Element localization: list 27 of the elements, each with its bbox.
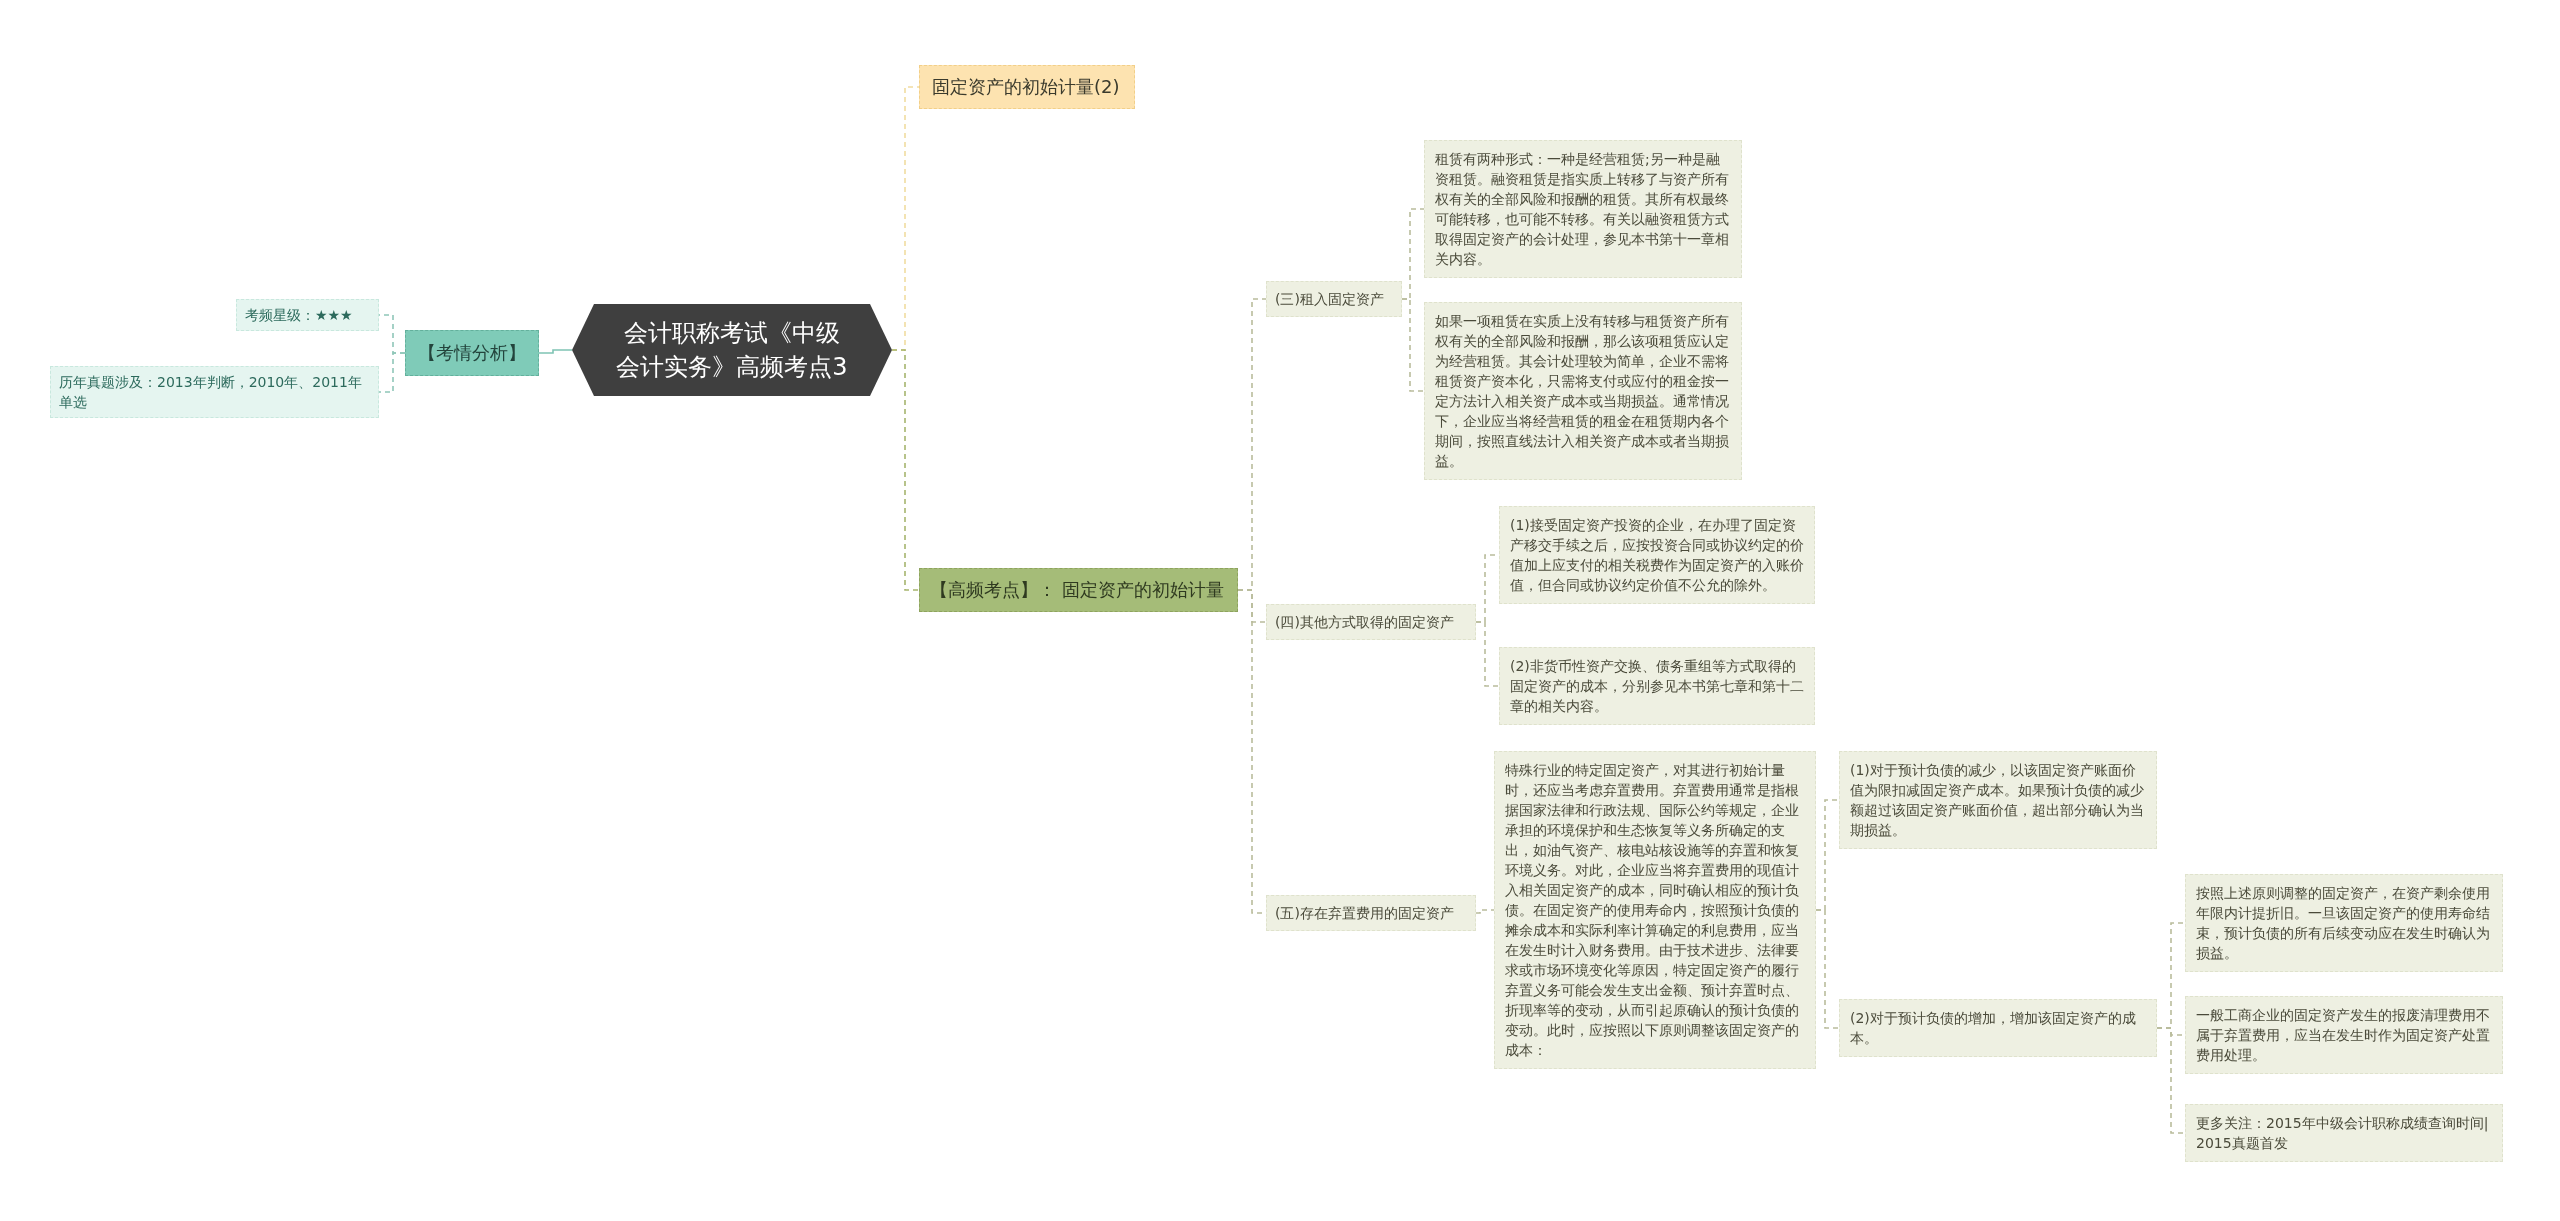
subtopic-box: (四)其他方式取得的固定资产 [1266, 604, 1476, 640]
text-box: 特殊行业的特定固定资产，对其进行初始计量时，还应当考虑弃置费用。弃置费用通常是指根据国家法律和行政法规、国际公约等规定，企业承担的环境保护和生态恢复等义务所确定的支出，如油气资产、核电站核设施等的弃置和恢复环境义务。对此，企业应当将弃置费用的现值计入相关固定资产的成本，同时确认相应的预计负债。在固定资产的使用寿命内，按照预计负债的摊余成本和实际利率计算确定的利息费用，应当在发生时计入财务费用。由于技术进步、法律要求或市场环境变化等原因，特定固定资产的履行弃置义务可能会发生支出金额、预计弃置时点、折现率等的变动，从而引起原确认的预计负债的变动。此时，应按照以下原则调整该固定资产的成本： [1494, 751, 1816, 1069]
text-box: (2)对于预计负债的增加，增加该固定资产的成本。 [1839, 999, 2157, 1057]
topic-box: 【高频考点】： 固定资产的初始计量 [919, 568, 1238, 612]
note-box: 考频星级：★★★ [236, 299, 379, 331]
subtopic-box: (五)存在弃置费用的固定资产 [1266, 895, 1476, 931]
connector-line [891, 349, 920, 591]
connector-line [1475, 909, 1495, 914]
topic-box: 固定资产的初始计量(2) [919, 65, 1135, 109]
topic-box: 【考情分析】 [405, 330, 539, 376]
connector-line [1815, 909, 1840, 1029]
note-box: 历年真题涉及：2013年判断，2010年、2011年单选 [50, 366, 379, 418]
connector-line [538, 349, 573, 354]
text-box: 更多关注：2015年中级会计职称成绩查询时间|2015真题首发 [2185, 1104, 2503, 1162]
text-box: (1)接受固定资产投资的企业，在办理了固定资产移交手续之后，应按投资合同或协议约定的价值加上应支付的相关税费作为固定资产的入账价值，但合同或协议约定价值不公允的除外。 [1499, 506, 1815, 604]
connector-line [378, 352, 406, 393]
connector-line [1475, 621, 1500, 687]
connector-line [2156, 1027, 2186, 1134]
text-box: 如果一项租赁在实质上没有转移与租赁资产所有权有关的全部风险和报酬，那么该项租赁应认定为经营租赁。其会计处理较为简单，企业不需将租赁资产资本化，只需将支付或应付的租金按一定方法计入相关资产成本或当期损益。通常情况下，企业应当将经营租赁的租金在租赁期内各个期间，按照直线法计入相关资产成本或者当期损益。 [1424, 302, 1742, 480]
text-box: (1)对于预计负债的减少，以该固定资产账面价值为限扣减固定资产成本。如果预计负债的减少额超过该固定资产账面价值，超出部分确认为当期损益。 [1839, 751, 2157, 849]
text-box: 按照上述原则调整的固定资产，在资产剩余使用年限内计提折旧。一旦该固定资产的使用寿命结束，预计负债的所有后续变动应在发生时确认为损益。 [2185, 874, 2503, 972]
text-box: 一般工商企业的固定资产发生的报废清理费用不属于弃置费用，应当在发生时作为固定资产处置费用处理。 [2185, 996, 2503, 1074]
text-box: (2)非货币性资产交换、债务重组等方式取得的固定资产的成本，分别参见本书第七章和第十二章的相关内容。 [1499, 647, 1815, 725]
subtopic-box: (三)租入固定资产 [1266, 281, 1402, 317]
connector-line [1401, 298, 1425, 392]
central-topic: 会计职称考试《中级会计实务》高频考点3 [572, 304, 892, 396]
text-box: 租赁有两种形式：一种是经营租赁;另一种是融资租赁。融资租赁是指实质上转移了与资产所有权有关的全部风险和报酬的租赁。其所有权最终可能转移，也可能不转移。有关以融资租赁方式取得固定资产的会计处理，参见本书第十一章相关内容。 [1424, 140, 1742, 278]
